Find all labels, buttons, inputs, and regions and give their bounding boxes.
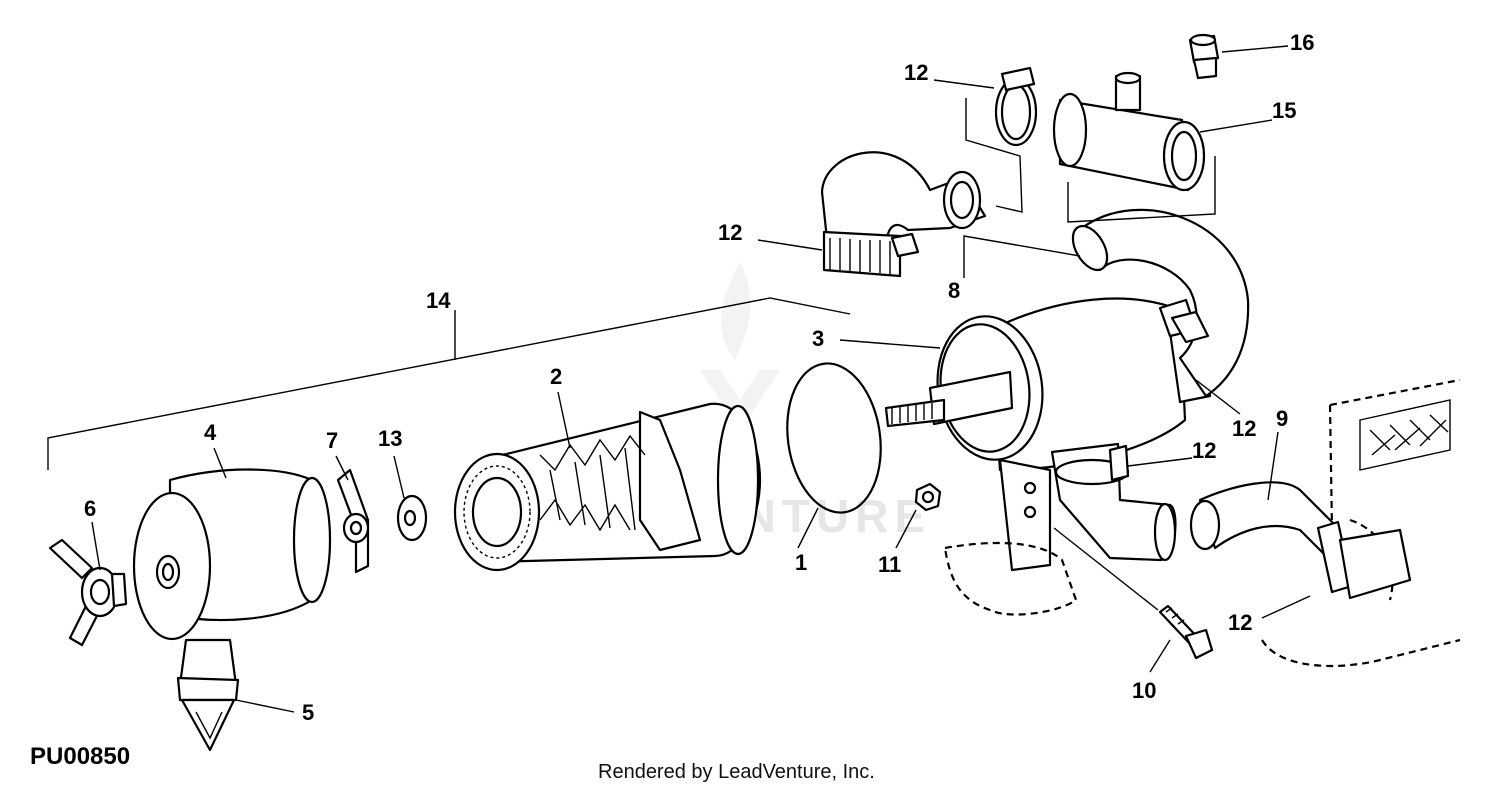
callout-2: 2 [550, 364, 562, 389]
body-part [884, 297, 1212, 572]
callout-14: 14 [426, 288, 451, 313]
diagram-code: PU00850 [30, 743, 130, 770]
callout-9: 9 [1276, 406, 1288, 431]
callout-13: 13 [378, 426, 402, 451]
callout-11: 11 [878, 552, 901, 577]
credit-text: Rendered by LeadVenture, Inc. [598, 761, 875, 783]
callout-15: 15 [1272, 98, 1296, 123]
clip-part [336, 468, 370, 574]
callout-6: 6 [84, 496, 96, 521]
connector-part [1052, 71, 1206, 192]
callout-12-body: 12 [1232, 416, 1256, 441]
callout-4: 4 [204, 420, 217, 445]
callout-10: 10 [1132, 678, 1156, 703]
hose-upper-part [1071, 208, 1250, 398]
clamp-body-part [1108, 310, 1210, 482]
leader-lines [91, 45, 1311, 713]
watermark-logo [700, 262, 780, 430]
bolt-part [1158, 604, 1214, 660]
hose-lower-part [1189, 481, 1412, 600]
clamp-top-part [994, 66, 1038, 147]
wing-nut-part [48, 538, 128, 647]
callout-1: 1 [795, 550, 807, 575]
callout-12-top: 12 [904, 60, 928, 85]
callout-3: 3 [812, 326, 824, 351]
assembly-bracket-14 [47, 297, 851, 470]
callout-12-outlet: 12 [1192, 438, 1216, 463]
fitting-part [1188, 33, 1220, 80]
filter-element-part [453, 402, 762, 572]
callout-5: 5 [302, 700, 314, 725]
nut-part [914, 482, 942, 512]
callout-8: 8 [948, 278, 960, 303]
cover-part [132, 468, 332, 752]
washer-part [396, 494, 428, 542]
callout-16: 16 [1290, 30, 1314, 55]
gasket-part [786, 362, 882, 514]
callout-12-elbow: 12 [718, 220, 742, 245]
engine-housing [943, 378, 1461, 668]
callout-labels: 1 2 3 4 5 6 7 8 9 10 11 12 12 12 12 12 1… [84, 30, 1314, 725]
elbow-hose-part [820, 151, 987, 278]
callout-7: 7 [326, 428, 338, 453]
callout-12-lower: 12 [1228, 610, 1252, 635]
